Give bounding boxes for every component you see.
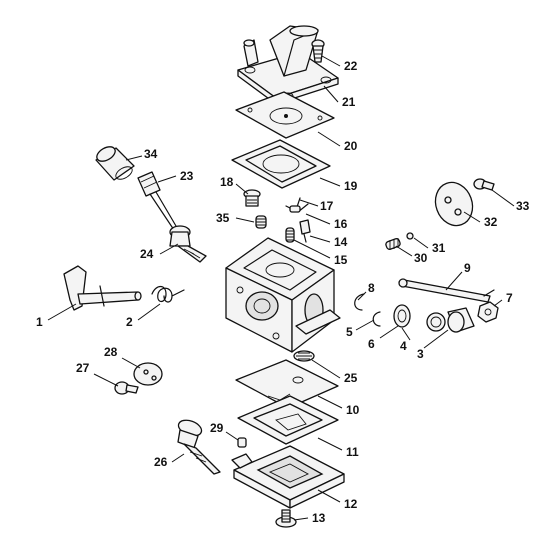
callout-15: 15: [334, 253, 348, 267]
pump-gasket-part: [231, 139, 331, 189]
callout-20: 20: [344, 139, 358, 153]
callout-5: 5: [346, 325, 353, 339]
disc-28-part: [133, 362, 163, 386]
callout-2: 2: [126, 315, 133, 329]
cover-screw-part: [311, 39, 325, 63]
springs-part: [255, 215, 295, 243]
callout-19: 19: [344, 179, 358, 193]
carburetor-body-part: [225, 237, 341, 353]
pump-cover-part: [237, 25, 339, 105]
metering-gasket-part: [237, 395, 339, 445]
callout-1: 1: [36, 315, 43, 329]
ball-31-part: [406, 232, 414, 240]
callout-33: 33: [516, 199, 530, 213]
callout-6: 6: [368, 337, 375, 351]
callout-7: 7: [506, 291, 513, 305]
spring-30-part: [385, 238, 401, 250]
circlip-part: [354, 293, 381, 327]
callout-3: 3: [417, 347, 424, 361]
choke-spring-part: [151, 285, 185, 303]
plug-29-part: [237, 437, 247, 448]
callout-13: 13: [312, 511, 326, 525]
nut-7-part: [477, 301, 499, 323]
throttle-shaft-part: [398, 278, 495, 303]
cover-screw-13-part: [275, 509, 297, 528]
callout-17: 17: [320, 199, 334, 213]
metering-cover-part: [231, 445, 345, 509]
screw-33-part: [473, 178, 495, 191]
callout-10: 10: [346, 403, 360, 417]
callout-26: 26: [154, 455, 168, 469]
callout-18: 18: [220, 175, 234, 189]
callout-25: 25: [344, 371, 358, 385]
callout-32: 32: [484, 215, 498, 229]
inlet-lever-part: [285, 197, 309, 213]
callout-8: 8: [368, 281, 375, 295]
choke-shaft-part: [63, 265, 142, 311]
callout-16: 16: [334, 217, 348, 231]
callout-34: 34: [144, 147, 158, 161]
filter-screen-part: [293, 350, 315, 362]
cover-disc-part: [434, 181, 474, 227]
screw-27-part: [114, 381, 139, 395]
idle-screw-part: [177, 419, 221, 475]
screw-18-part: [243, 189, 261, 207]
callout-24: 24: [140, 247, 154, 261]
washers-part: [393, 304, 446, 332]
callout-labels: 1 2 3 4 5 6 7 8 9 10 11 12 13 14 15 16 1…: [36, 59, 530, 525]
high-speed-screw-part: [169, 225, 207, 263]
limiter-cap-part: [95, 146, 135, 181]
callout-21: 21: [342, 95, 356, 109]
low-speed-screw-part: [137, 171, 177, 231]
callout-22: 22: [344, 59, 358, 73]
callout-30: 30: [414, 251, 428, 265]
callout-29: 29: [210, 421, 224, 435]
throttle-knob-part: [447, 307, 475, 333]
callout-9: 9: [464, 261, 471, 275]
pump-diaphragm-part: [235, 91, 335, 139]
callout-23: 23: [180, 169, 194, 183]
callout-28: 28: [104, 345, 118, 359]
callout-11: 11: [346, 445, 359, 459]
inlet-needle-part: [299, 219, 311, 243]
callout-35: 35: [216, 211, 230, 225]
leader-lines: [47, 55, 515, 521]
callout-4: 4: [400, 339, 407, 353]
callout-14: 14: [334, 235, 348, 249]
callout-27: 27: [76, 361, 90, 375]
callout-12: 12: [344, 497, 358, 511]
callout-31: 31: [432, 241, 446, 255]
